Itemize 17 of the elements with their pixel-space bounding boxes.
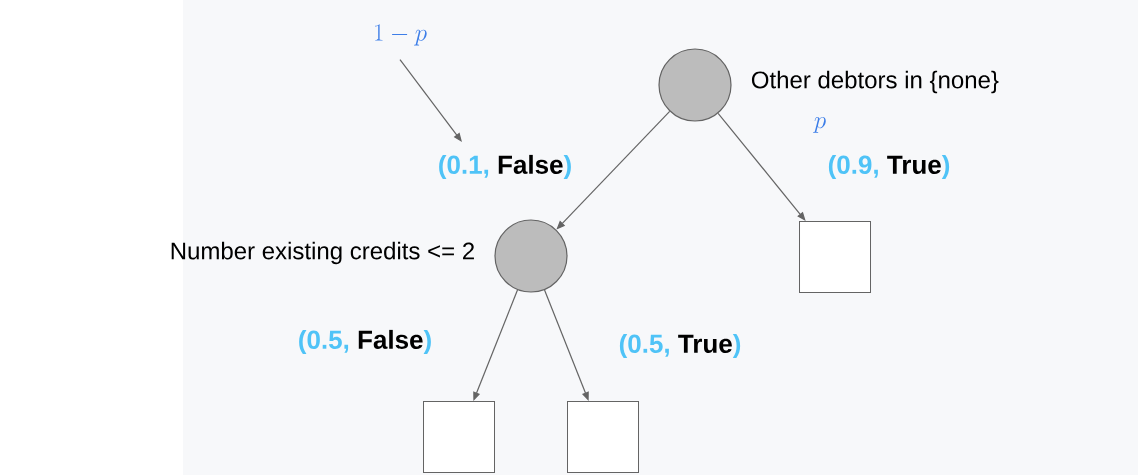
node-caption: Other debtors in {none} xyxy=(751,70,999,94)
edge-label: (0.5, False) xyxy=(296,328,434,356)
arrow xyxy=(473,289,519,401)
edge-label: (0.5, True) xyxy=(617,332,743,360)
leaf-box xyxy=(423,401,495,473)
arrow xyxy=(399,59,462,142)
formula-label: $p$ xyxy=(813,117,826,133)
leaf-box xyxy=(567,401,639,473)
decision-circle xyxy=(494,219,568,293)
leaf-box xyxy=(799,221,871,293)
formula-text: $1 - p$ xyxy=(375,24,427,46)
decision-circle xyxy=(658,48,732,122)
edge-label: (0.1, False) xyxy=(436,153,574,181)
arrow xyxy=(717,112,806,221)
node-caption: Number existing credits <= 2 xyxy=(171,241,474,265)
arrow xyxy=(543,289,589,401)
edge-label: (0.9, True) xyxy=(826,153,952,181)
